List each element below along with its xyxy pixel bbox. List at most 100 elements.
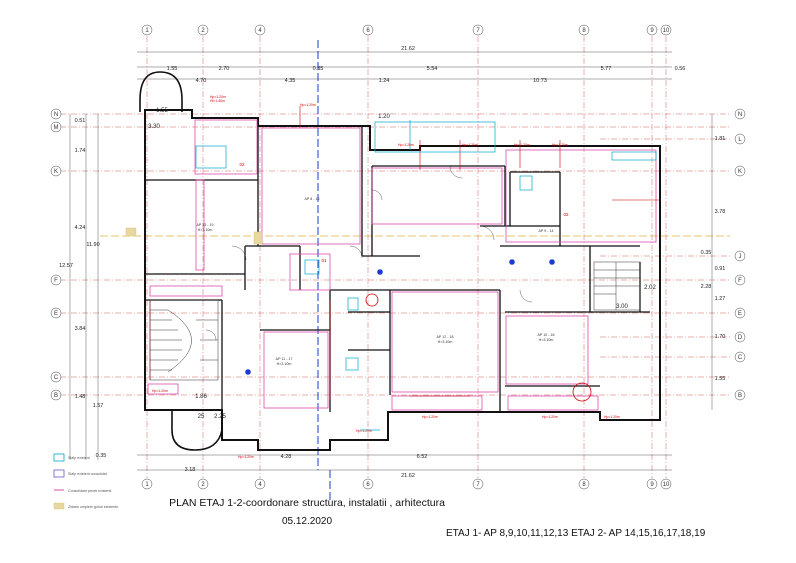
legend-swatch (53, 469, 65, 478)
dim-left: 1.74 (75, 148, 86, 154)
legend-label: Consolidare pereti existenti (68, 489, 112, 493)
dim-bottom-total: 21.62 (401, 473, 415, 479)
stair-number: 25 (198, 414, 205, 420)
dim-right: 1.55 (715, 376, 726, 382)
bay-top-left (139, 71, 183, 112)
room-label: AP 8 - 15 (305, 197, 320, 201)
dim-top: 5.54 (427, 66, 438, 72)
sill-label: Hp=1.20m (152, 389, 168, 393)
grid-label-right: D (738, 335, 743, 341)
apartment-tag: 02 (563, 212, 569, 217)
dim-left: 3.84 (75, 326, 86, 332)
infill-patches (125, 227, 263, 245)
interior-walls (145, 118, 650, 412)
dim-right: 1.81 (715, 136, 726, 142)
sill-label: Hp=1.20m (210, 95, 226, 99)
room-label: AP 10 - 16 (538, 333, 555, 337)
sill-label: Hp=1.20m (422, 415, 438, 419)
dim-left: 11.90 (86, 242, 99, 248)
grid-label-top: 4 (258, 28, 262, 34)
floors-note: ETAJ 1- AP 8,9,10,11,12,13 ETAJ 2- AP 14… (446, 528, 706, 539)
room-dim: 3.30 (148, 124, 160, 130)
dim-bottom: 3.18 (185, 467, 196, 473)
grid-label-top: 8 (582, 28, 586, 34)
exterior-walls (144, 109, 661, 451)
room-label: AP 12 - 18 (437, 335, 454, 339)
dim-top: 1.55 (167, 66, 178, 72)
grid-bubbles-left (50, 108, 62, 401)
dim-left: 1.57 (93, 403, 104, 409)
grid-label-right: C (738, 355, 743, 361)
grid-label-right: L (738, 137, 742, 143)
dim-top: 5.77 (601, 66, 612, 72)
room-label: H=3.10m (438, 340, 453, 344)
room-label: AP 9 - 14 (539, 229, 554, 233)
room-dim: 1.55 (156, 108, 168, 114)
sill-label: Hp=1.20m (398, 143, 414, 147)
dim-top: 0.35 (313, 66, 324, 72)
sill-label: Hp=1.20m (514, 143, 530, 147)
grid-label-left: M (54, 125, 59, 131)
apartment-tag: 02 (239, 162, 245, 167)
legend-swatch (53, 453, 65, 462)
grid-label-bottom: 10 (663, 482, 670, 488)
grid-label-bottom: 9 (650, 482, 654, 488)
grid-label-bottom: 1 (145, 482, 149, 488)
dim-top: 4.35 (285, 78, 296, 84)
room-dim: 3.00 (616, 304, 628, 310)
room-dim: 1.86 (195, 394, 207, 400)
grid-label-right: N (738, 112, 742, 118)
room-dim: 1.20 (378, 114, 390, 120)
grid-label-top: 7 (476, 28, 480, 34)
legend: Stalp existent Stalp existent consolidat… (53, 453, 118, 510)
cyan-installations (195, 120, 657, 431)
sill-label: Hp=1.20m (356, 429, 372, 433)
sill-label: Hp=1.20m (238, 455, 254, 459)
grid-label-bottom: 6 (366, 482, 370, 488)
room-label: AP 11 - 17 (276, 357, 293, 361)
dim-top: 1.24 (379, 78, 390, 84)
dim-left: 12.57 (59, 263, 73, 269)
apartment-tag: 01 (321, 258, 327, 263)
bay-bottom-left (171, 410, 223, 451)
drawing-title: PLAN ETAJ 1-2-coordonare structura, inst… (169, 497, 445, 509)
grid-label-right: K (738, 169, 742, 175)
dim-left: 0.51 (75, 118, 86, 124)
dim-right: 1.27 (715, 296, 726, 302)
grid-label-bottom: 7 (476, 482, 480, 488)
grid-label-left: N (54, 112, 58, 118)
dim-right: 0.91 (715, 266, 726, 272)
sill-label: Hp=1.20m (552, 143, 568, 147)
grid-label-top: 2 (201, 28, 205, 34)
dim-top: 2.70 (219, 66, 230, 72)
grid-label-right: E (738, 311, 742, 317)
sill-label: Hp=1.20m (604, 415, 620, 419)
stair-right (593, 261, 641, 311)
sill-label: Hp=1.20m (462, 143, 478, 147)
wall-reinforcement (147, 119, 657, 411)
grid-label-left: E (54, 311, 58, 317)
dim-left: 4.24 (75, 225, 86, 231)
section-lines (100, 40, 730, 500)
dim-left: 0.35 (96, 453, 107, 459)
dim-left: 1.48 (75, 394, 86, 400)
grid-label-top: 1 (145, 28, 149, 34)
drawing-date: 05.12.2020 (281, 516, 333, 527)
grid-label-top: 9 (650, 28, 654, 34)
grid-label-top: 6 (366, 28, 370, 34)
legend-label: Stalp existent consolidat (68, 472, 107, 476)
grid-label-bottom: 4 (258, 482, 262, 488)
grid-label-left: F (54, 278, 58, 284)
dim-right: 2.28 (701, 284, 712, 290)
dim-top: 4.70 (196, 78, 207, 84)
legend-label: Stalp existent (68, 456, 90, 460)
grid-label-top: 10 (663, 28, 670, 34)
grid-label-left: C (54, 375, 59, 381)
grid-label-right: B (738, 393, 742, 399)
grid-lines (60, 36, 730, 478)
room-label: H=3.10m (198, 228, 213, 232)
dim-bottom: 4.28 (281, 454, 292, 460)
legend-label: Zidarie umplere goluri existente (68, 505, 118, 509)
dim-top: 0.56 (675, 66, 686, 72)
